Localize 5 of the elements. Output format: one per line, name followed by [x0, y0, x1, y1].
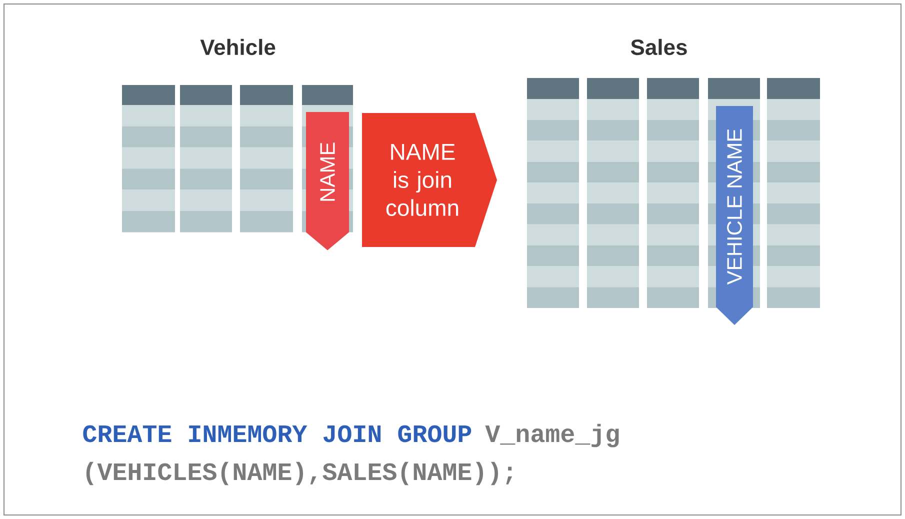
table-title: Sales	[630, 38, 687, 56]
code-text: CREATE INMEMORY JOIN GROUP	[83, 425, 472, 442]
table-title: Vehicle	[200, 38, 276, 56]
code-text: V_name_jg	[485, 424, 619, 448]
code-text: (VEHICLES(NAME),SALES(NAME));	[86, 462, 512, 486]
